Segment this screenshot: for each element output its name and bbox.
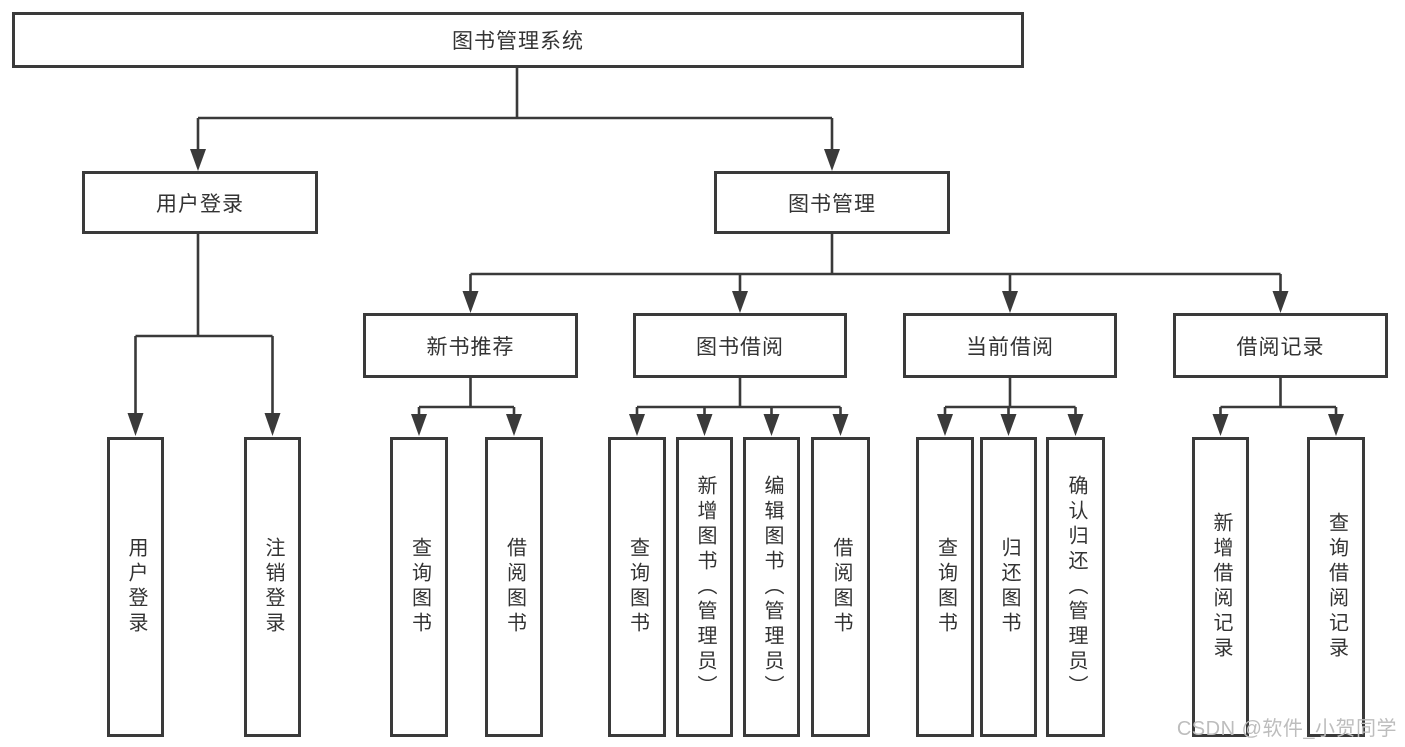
arrow-icon — [763, 414, 780, 436]
arrow-icon — [506, 414, 522, 436]
node-label: 图书借阅 — [696, 335, 784, 359]
leaf-edit-books-admin: 编辑图书（管理员） — [743, 437, 800, 737]
node-label: 图书管理 — [788, 192, 876, 216]
node-label: 新增借阅记录 — [1210, 512, 1232, 662]
leaf-query-books-3: 查询图书 — [916, 437, 974, 737]
node-label: 确认归还（管理员） — [1065, 474, 1087, 700]
arrow-icon — [1000, 414, 1017, 436]
arrow-icon — [824, 149, 840, 171]
node-label: 查询借阅记录 — [1325, 512, 1348, 662]
arrow-icon — [832, 414, 849, 436]
arrow-icon — [629, 414, 645, 436]
arrow-icon — [1212, 414, 1229, 436]
node-label: 编辑图书（管理员） — [761, 474, 783, 700]
arrow-icon — [1067, 414, 1084, 436]
leaf-borrow-books-1: 借阅图书 — [485, 437, 543, 737]
node-label: 借阅记录 — [1236, 335, 1325, 359]
leaf-return-books: 归还图书 — [980, 437, 1037, 737]
arrow-icon — [411, 414, 427, 436]
node-label: 查询图书 — [408, 537, 431, 637]
node-label: 当前借阅 — [966, 335, 1054, 359]
arrow-icon — [1272, 291, 1289, 313]
arrow-icon — [732, 291, 748, 313]
leaf-user-login: 用户登录 — [107, 437, 164, 737]
node-label: 归还图书 — [998, 537, 1020, 637]
node-label: 图书管理系统 — [452, 30, 584, 53]
leaf-query-books-2: 查询图书 — [608, 437, 666, 737]
node-label: 用户登录 — [125, 537, 147, 637]
node-library-management-system: 图书管理系统 — [12, 12, 1024, 68]
node-label: 新书推荐 — [426, 335, 515, 359]
node-new-book-recommend: 新书推荐 — [363, 313, 578, 378]
leaf-add-borrow-record: 新增借阅记录 — [1192, 437, 1249, 737]
arrow-icon — [462, 291, 479, 313]
leaf-logout: 注销登录 — [244, 437, 301, 737]
leaf-confirm-return-admin: 确认归还（管理员） — [1046, 437, 1105, 737]
arrow-icon — [696, 414, 713, 436]
node-label: 查询图书 — [934, 537, 957, 637]
arrow-icon — [937, 414, 953, 436]
node-label: 借阅图书 — [503, 537, 526, 637]
arrow-icon — [264, 413, 281, 436]
arrow-icon — [1002, 291, 1018, 313]
node-label: 新增图书（管理员） — [694, 474, 716, 700]
arrow-icon — [190, 149, 206, 171]
node-borrow-record: 借阅记录 — [1173, 313, 1388, 378]
arrow-icon — [1328, 414, 1344, 436]
node-current-borrow: 当前借阅 — [903, 313, 1117, 378]
leaf-borrow-books-2: 借阅图书 — [811, 437, 870, 737]
node-book-borrow: 图书借阅 — [633, 313, 847, 378]
arrow-icon — [127, 413, 144, 436]
leaf-add-books-admin: 新增图书（管理员） — [676, 437, 733, 737]
node-book-management-branch: 图书管理 — [714, 171, 950, 234]
node-label: 查询图书 — [626, 537, 649, 637]
leaf-query-books-1: 查询图书 — [390, 437, 448, 737]
watermark: CSDN @软件_小贺同学 — [1176, 718, 1397, 740]
node-label: 注销登录 — [262, 537, 284, 637]
node-user-login-branch: 用户登录 — [82, 171, 318, 234]
leaf-query-borrow-record: 查询借阅记录 — [1307, 437, 1365, 737]
node-label: 借阅图书 — [830, 537, 852, 637]
node-label: 用户登录 — [156, 192, 244, 216]
